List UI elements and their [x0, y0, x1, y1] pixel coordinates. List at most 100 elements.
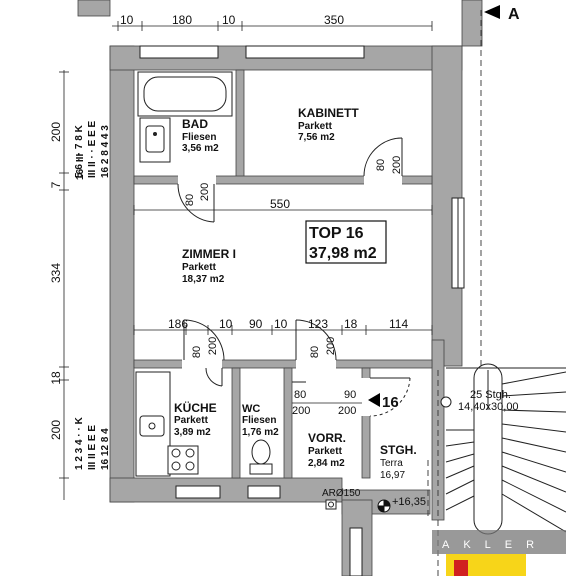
window-kueche: [175, 485, 221, 499]
watermark: AKLER: [432, 530, 566, 576]
room-kueche-name: KÜCHE: [174, 400, 217, 415]
outlet-upper-col-2: III II · · E E E: [87, 120, 98, 178]
dim-top-4: 350: [324, 13, 344, 27]
door-kab-height: 200: [391, 156, 403, 174]
wall-lower-horizontal: [133, 359, 433, 369]
wall-vorr-stgh: [361, 367, 371, 479]
unit-label-box: TOP 16 37,98 m2: [305, 220, 387, 264]
door-gap-entry: [361, 378, 371, 416]
door-kab-width: 80: [375, 159, 387, 171]
wc-toilet: [249, 439, 273, 475]
door-gap-vorr: [296, 359, 336, 369]
bathtub: [137, 71, 233, 117]
door-labels: 80 200 80 200 80 200 80 200 80 200 90 20…: [184, 156, 403, 417]
level-label: +16,35: [392, 496, 426, 508]
window-wc: [247, 485, 281, 499]
dim-550: 550: [133, 197, 433, 215]
room-kueche-floor: Parkett: [174, 415, 209, 426]
dim-lower-row: 186 10 90 10 123 18 114: [133, 317, 433, 335]
drain-marker: ARØ150: [322, 488, 361, 510]
door-gap-kabinett: [364, 175, 402, 185]
wall-wc-vorr: [283, 367, 293, 479]
door-kue-height: 200: [207, 337, 219, 355]
dim-10a: 10: [219, 317, 233, 331]
room-stgh-floor: Terra: [380, 458, 403, 469]
door-wc-width: 80: [294, 389, 306, 401]
window-lower: [349, 527, 363, 576]
room-stgh-area: 16,97: [380, 470, 405, 481]
dim-114: 114: [389, 317, 408, 331]
outlet-upper-col-3: 16 2 8 4 4 3: [100, 125, 111, 178]
door-entry-width: 90: [344, 389, 356, 401]
wall-bottom: [109, 477, 343, 503]
dim-90: 90: [249, 317, 263, 331]
wall-stub-right: [461, 0, 483, 47]
entrance-number: 16: [382, 394, 399, 411]
entrance-arrow-icon: [368, 393, 380, 407]
room-vorr-floor: Parkett: [308, 446, 343, 457]
room-zimmer-area: 18,37 m2: [182, 274, 225, 285]
unit-name: TOP 16: [309, 225, 364, 242]
dim-left-334: 334: [49, 263, 63, 283]
dim-left-200-upper: 200: [49, 122, 63, 142]
watermark-text: AKLER: [442, 539, 548, 551]
section-marker: A: [484, 5, 520, 23]
level-marker: +16,35: [377, 496, 426, 513]
bad-washbasin: [139, 117, 171, 163]
room-kabinett-floor: Parkett: [298, 121, 333, 132]
room-vorr-name: VORR.: [308, 431, 346, 445]
room-bad: BAD Fliesen 3,56 m2: [182, 117, 219, 154]
outlet-legend-upper: 16 III 5 6 · · 7 8 K III II · · E E E 16…: [74, 120, 111, 180]
entrance-marker: 16: [368, 393, 399, 411]
dim-top-2: 180: [172, 13, 192, 27]
room-kabinett: KABINETT Parkett 7,56 m2: [298, 106, 359, 143]
wall-stub-left: [77, 0, 111, 17]
room-vorr: VORR. Parkett 2,84 m2: [308, 431, 346, 469]
dim-18: 18: [344, 317, 358, 331]
door-kue-width: 80: [191, 346, 203, 358]
door-entry-height: 200: [338, 405, 356, 417]
dim-123: 123: [308, 317, 328, 331]
door-vorr-width: 80: [309, 346, 321, 358]
room-bad-floor: Fliesen: [182, 132, 216, 143]
room-bad-area: 3,56 m2: [182, 143, 219, 154]
kitchen-counter: [135, 371, 199, 477]
door-gap-kueche: [182, 359, 222, 369]
door-bad-height: 200: [199, 183, 211, 201]
room-kueche-area: 3,89 m2: [174, 427, 211, 438]
window-bad: [139, 45, 219, 59]
window-kabinett: [245, 45, 365, 59]
room-zimmer-floor: Parkett: [182, 262, 217, 273]
wall-kueche-wc: [231, 367, 241, 479]
dim-186: 186: [168, 317, 188, 331]
room-wc-name: WC: [242, 403, 260, 415]
room-kabinett-area: 7,56 m2: [298, 132, 335, 143]
outlet-lower-col-1: 1 2 3 4 · · K: [74, 416, 85, 470]
svg-text:16 III: 16 III: [75, 154, 86, 180]
dim-left-7: 7: [49, 181, 63, 188]
outlet-legend-lower: 1 2 3 4 · · K III II E E E 16 12 8 4: [74, 416, 111, 470]
drain-label: ARØ150: [322, 488, 361, 499]
room-stgh-name: STGH.: [380, 443, 417, 457]
dim-550-label: 550: [270, 197, 290, 211]
room-kabinett-name: KABINETT: [298, 106, 359, 120]
dim-10b: 10: [274, 317, 288, 331]
room-bad-name: BAD: [182, 117, 208, 131]
dim-left-18: 18: [49, 371, 63, 385]
door-gap-bad: [178, 175, 216, 185]
room-stgh: STGH. Terra 16,97: [380, 443, 417, 481]
unit-area: 37,98 m2: [309, 245, 377, 262]
room-zimmer-name: ZIMMER I: [182, 247, 236, 261]
door-wc-height: 200: [292, 405, 310, 417]
left-dimension-line: 200 7 334 18 200: [49, 70, 69, 500]
room-vorr-area: 2,84 m2: [308, 458, 345, 469]
dim-left-200-lower: 200: [49, 420, 63, 440]
room-kueche: KÜCHE Parkett 3,89 m2: [174, 400, 217, 438]
outlet-upper-col-1: 5 6 · · 7 8 K: [74, 124, 85, 178]
wall-left: [109, 45, 135, 503]
stairs-label: 25 Stgh.: [470, 389, 511, 401]
stairs-size: 14,40x30,00: [458, 401, 519, 413]
room-zimmer: ZIMMER I Parkett 18,37 m2: [182, 247, 236, 285]
section-label: A: [508, 6, 520, 23]
